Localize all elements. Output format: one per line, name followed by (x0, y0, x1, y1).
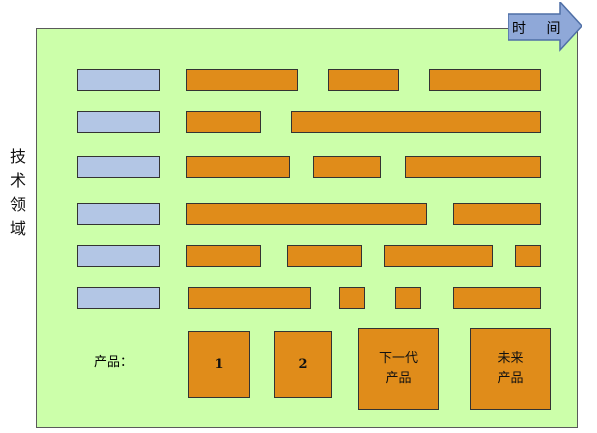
program-bar-r6-3 (395, 287, 421, 309)
tech-axis-char-1: 技 (9, 147, 26, 166)
product-box-1-label: 1 (214, 356, 224, 372)
program-bar-r2-2 (291, 111, 541, 133)
product-box-future-label: 未来 产品 (497, 351, 524, 386)
products-label: 产品： (94, 355, 134, 370)
tech-block-row-5 (77, 245, 160, 267)
tech-block-row-6 (77, 287, 160, 309)
tech-block-row-2 (77, 111, 160, 133)
program-bar-r4-1 (186, 203, 427, 225)
tech-block-row-3 (77, 156, 160, 178)
product-box-next-gen-label: 下一代 产品 (378, 351, 418, 386)
program-bar-r1-2 (328, 69, 399, 91)
tech-axis-char-3: 领 (9, 195, 26, 214)
time-arrow (508, 2, 582, 52)
program-bar-r1-3 (429, 69, 541, 91)
program-bar-r3-1 (186, 156, 290, 178)
product-box-2-label: 2 (298, 356, 308, 372)
program-bar-r6-1 (188, 287, 311, 309)
tech-block-row-1 (77, 69, 160, 91)
program-bar-r5-1 (186, 245, 261, 267)
program-bar-r2-1 (186, 111, 261, 133)
program-bar-r6-2 (339, 287, 365, 309)
program-bar-r3-3 (405, 156, 541, 178)
tech-axis-label: 技 术 领 域 (8, 145, 28, 241)
tech-block-row-4 (77, 203, 160, 225)
tech-axis-char-2: 术 (9, 171, 26, 190)
program-bar-r5-3 (384, 245, 493, 267)
tech-axis-char-4: 域 (9, 219, 26, 238)
program-bar-r3-2 (313, 156, 381, 178)
program-bar-r6-4 (453, 287, 541, 309)
product-box-next-gen: 下一代 产品 (358, 328, 439, 410)
program-bar-r5-4 (515, 245, 541, 267)
time-label: 时 间 (512, 21, 569, 37)
product-box-future: 未来 产品 (470, 328, 551, 410)
program-bar-r5-2 (287, 245, 362, 267)
product-box-1: 1 (188, 331, 250, 398)
program-bar-r4-2 (453, 203, 541, 225)
program-bar-r1-1 (186, 69, 298, 91)
product-box-2: 2 (274, 331, 332, 398)
